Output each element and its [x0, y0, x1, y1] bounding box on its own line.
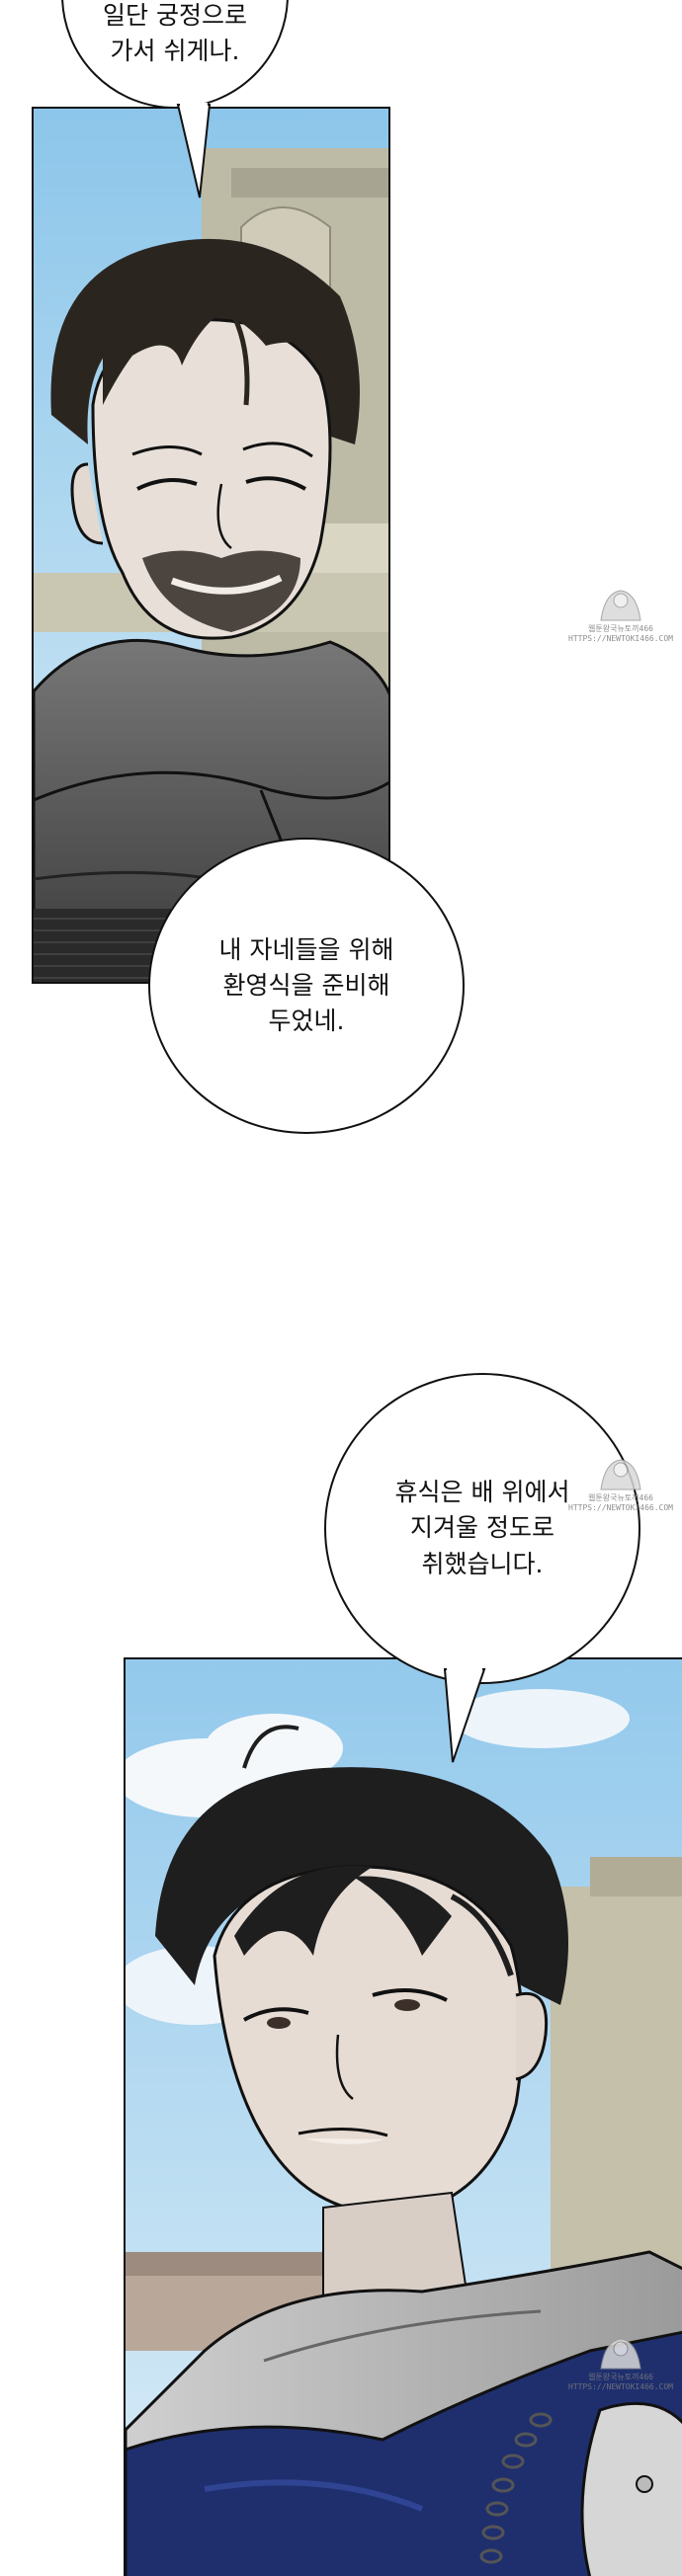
watermark-logo-icon [600, 1459, 641, 1490]
dark-haired-knight-illustration [126, 1659, 682, 2576]
watermark-line: HTTPS://NEWTOKI466.COM [568, 2381, 673, 2391]
speech-bubble-top-tail [176, 103, 212, 199]
speech-line: 내 자네들을 위해 [218, 934, 394, 964]
speech-line: 지겨울 정도로 [410, 1513, 554, 1543]
speech-bubble-middle: 내 자네들을 위해 환영식을 준비해 두었네. [148, 838, 465, 1134]
watermark-line: 웹툰왕국뉴토끼466 [588, 624, 653, 633]
watermark-logo-icon [600, 590, 641, 621]
watermark: 웹툰왕국뉴토끼466 HTTPS://NEWTOKI466.COM [568, 1452, 673, 1512]
speech-bubble-top: 일단 궁정으로 가서 쉬게나. [61, 0, 289, 109]
speech-bubble-lower-text: 휴식은 배 위에서 지겨울 정도로 취했습니다. [395, 1475, 570, 1582]
speech-line: 휴식은 배 위에서 [394, 1478, 570, 1507]
speech-line: 취했습니다. [421, 1549, 544, 1578]
watermark: 웹툰왕국뉴토끼466 HTTPS://NEWTOKI466.COM [568, 583, 673, 643]
watermark-line: 웹툰왕국뉴토끼466 [588, 2373, 653, 2381]
speech-line: 환영식을 준비해 [222, 970, 390, 1000]
watermark-line: HTTPS://NEWTOKI466.COM [568, 1502, 673, 1512]
watermark: 웹툰왕국뉴토끼466 HTTPS://NEWTOKI466.COM [568, 2331, 673, 2391]
speech-line: 가서 쉬게나. [110, 36, 240, 65]
speech-line: 일단 궁정으로 [103, 0, 247, 30]
watermark-line: 웹툰왕국뉴토끼466 [588, 1493, 653, 1502]
speech-bubble-lower-tail [443, 1667, 486, 1763]
panel-dark-haired-knight [124, 1657, 682, 2576]
speech-bubble-middle-text: 내 자네들을 위해 환영식을 준비해 두었네. [219, 932, 394, 1040]
speech-line: 두었네. [268, 1006, 345, 1036]
speech-bubble-top-text: 일단 궁정으로 가서 쉬게나. [103, 0, 247, 69]
watermark-logo-icon [600, 2338, 641, 2370]
speech-bubble-lower: 휴식은 배 위에서 지겨울 정도로 취했습니다. [324, 1373, 640, 1684]
watermark-line: HTTPS://NEWTOKI466.COM [568, 633, 673, 643]
